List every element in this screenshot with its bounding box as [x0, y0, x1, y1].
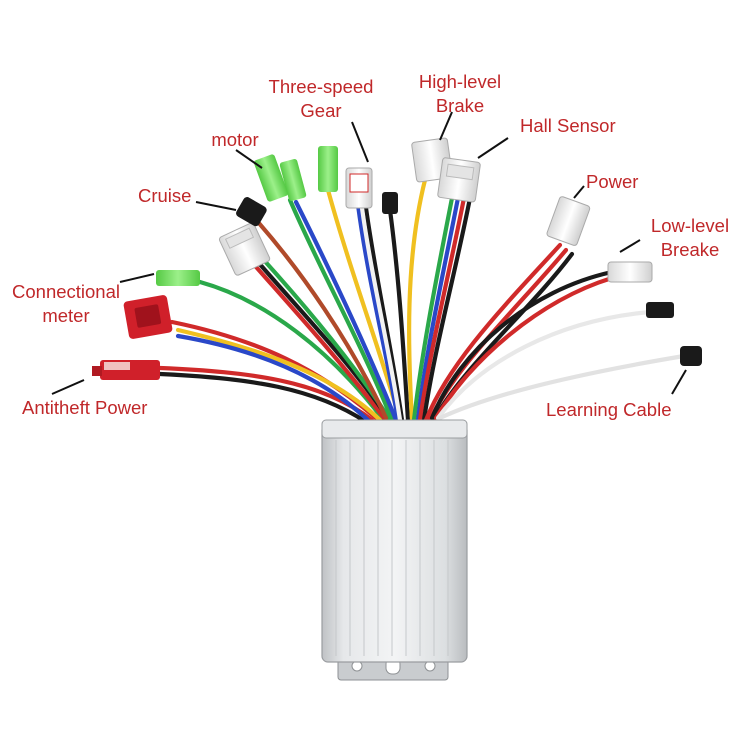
- wire-black-plug: [387, 207, 411, 423]
- leader-connectional-meter: [119, 273, 155, 283]
- wire-hall-left-red: [247, 257, 387, 421]
- label-hall-sensor: Hall Sensor: [520, 115, 616, 136]
- label-connectional-meter-line1: Connectional: [12, 281, 120, 302]
- hall-left-connector: [218, 222, 271, 276]
- wire-hall-right-red: [417, 195, 467, 423]
- wire-hall-right-black: [421, 195, 473, 423]
- meter-green-connector: [156, 270, 200, 286]
- wire-hall-right-blue: [415, 195, 461, 423]
- leader-motor: [235, 149, 263, 169]
- gear-connector: [345, 167, 373, 209]
- wire-power-red: [423, 242, 563, 423]
- wire-meter-green: [197, 279, 385, 421]
- wire-brake-low-black: [429, 269, 615, 421]
- wire-meter-yellow: [175, 327, 383, 423]
- label-low-level-breake-line1: Low-level: [651, 215, 729, 236]
- label-high-level-brake-line1: High-level: [419, 71, 501, 92]
- wire-hall-right-green: [411, 195, 455, 423]
- wire-brake-low-red: [433, 275, 615, 421]
- label-low-level-breake-line2: Breake: [661, 239, 720, 260]
- label-power: Power: [586, 171, 638, 192]
- leader-power: [573, 185, 585, 199]
- wire-gear-black: [363, 205, 405, 423]
- wire-motor-blue: [293, 199, 399, 423]
- label-cruise: Cruise: [138, 185, 191, 206]
- label-motor: motor: [211, 129, 258, 150]
- wire-brake-high-yellow: [406, 177, 428, 423]
- leader-learning-cable: [671, 369, 687, 395]
- label-high-level-brake-line2: Brake: [436, 95, 484, 116]
- power-connector: [546, 196, 591, 246]
- learning-cable-connector: [680, 346, 702, 366]
- leader-three-speed-gear: [351, 121, 369, 163]
- label-learning-cable: Learning Cable: [546, 399, 671, 420]
- connectors: [92, 137, 702, 380]
- leader-antitheft-power: [51, 379, 85, 395]
- labels: Three-speed Gear High-level Brake Hall S…: [12, 71, 729, 420]
- label-antitheft-power: Antitheft Power: [22, 397, 147, 418]
- leader-lines: [51, 111, 687, 395]
- wire-antitheft-black: [157, 371, 369, 425]
- black-plug-center: [382, 192, 398, 214]
- wire-cruise-brown: [255, 219, 389, 421]
- leader-low-level-breake: [619, 239, 641, 253]
- wire-gear-blue: [355, 202, 401, 423]
- wire-right-plug-white: [435, 309, 653, 421]
- controller-body: [321, 419, 468, 681]
- cruise-connector: [236, 197, 267, 227]
- leader-hall-sensor: [477, 137, 509, 159]
- black-plug-right: [646, 302, 674, 318]
- wire-learning-white: [437, 353, 687, 421]
- wire-bundle: [157, 177, 687, 427]
- wire-motor-green: [287, 197, 395, 423]
- brake-low-connector: [607, 261, 653, 283]
- label-three-speed-gear-line1: Three-speed: [269, 76, 374, 97]
- leader-high-level-brake: [439, 111, 453, 141]
- label-three-speed-gear-line2: Gear: [300, 100, 341, 121]
- leader-cruise: [195, 201, 237, 211]
- wire-gear-white: [359, 205, 403, 423]
- motor-connectors: [253, 146, 338, 202]
- wire-meter-blue: [175, 333, 375, 427]
- hall-right-connector: [437, 157, 481, 203]
- antitheft-connector: [92, 360, 160, 380]
- meter-connector: [123, 295, 173, 339]
- label-connectional-meter-line2: meter: [42, 305, 89, 326]
